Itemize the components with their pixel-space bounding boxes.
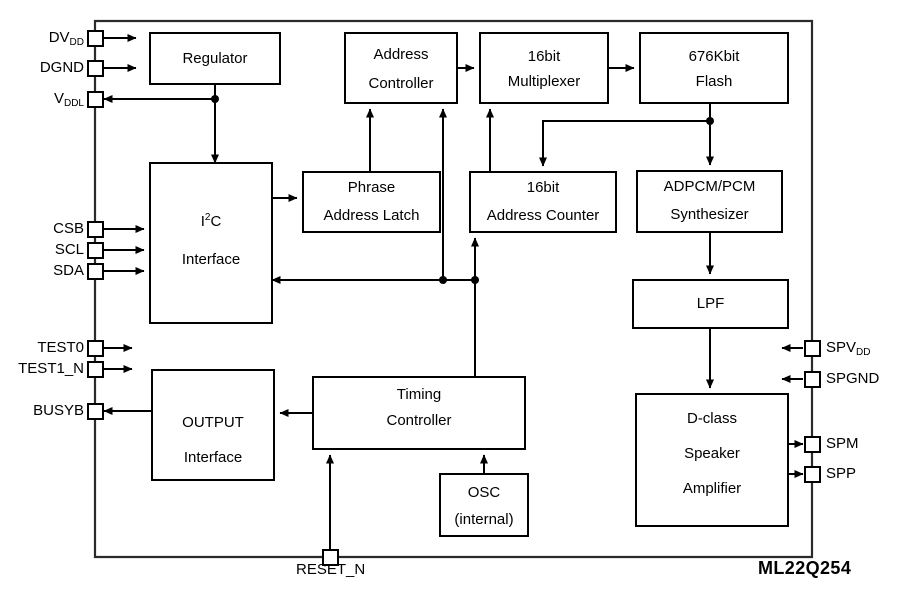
pin-square-scl xyxy=(87,242,104,259)
pin-label-csb: CSB xyxy=(53,220,84,237)
pin-label-spm: SPM xyxy=(826,435,859,452)
pin-square-spm xyxy=(804,436,821,453)
block-rect-phrase-address-latch xyxy=(302,171,441,233)
pin-square-spvdd xyxy=(804,340,821,357)
pin-label-reset-n: RESET_N xyxy=(296,561,366,578)
pin-label-busyb: BUSYB xyxy=(33,402,84,419)
block-rect-flash xyxy=(639,32,789,104)
part-number-label: ML22Q254 xyxy=(758,558,852,578)
pin-squares xyxy=(87,30,821,566)
pin-square-test0 xyxy=(87,340,104,357)
pin-label-spp: SPP xyxy=(826,465,857,482)
block-rect-dclass-amplifier xyxy=(635,393,789,527)
junction-regulator-vddl xyxy=(211,95,219,103)
pin-square-busyb xyxy=(87,403,104,420)
block-rect-address-counter xyxy=(469,171,617,233)
pin-label-test1-n: TEST1_N xyxy=(18,360,84,377)
pin-label-dgnd: DGND xyxy=(39,59,84,76)
pin-square-csb xyxy=(87,221,104,238)
pin-square-spp xyxy=(804,466,821,483)
block-rect-osc xyxy=(439,473,529,537)
block-rectangles xyxy=(149,32,789,537)
block-rect-timing-controller xyxy=(312,376,526,450)
pin-label-vddl: VDDL xyxy=(53,90,84,110)
wire-flash-to-addr-counter xyxy=(539,120,710,167)
pin-square-dgnd xyxy=(87,60,104,77)
pin-label-dvdd: DVDD xyxy=(48,29,84,49)
block-rect-lpf xyxy=(632,279,789,329)
block-rect-output-interface xyxy=(151,369,275,481)
pin-label-spgnd: SPGND xyxy=(826,370,880,387)
pin-square-vddl xyxy=(87,91,104,108)
pin-square-spgnd xyxy=(804,371,821,388)
junction-bus-addr-ctrl xyxy=(439,276,447,284)
block-rect-i2c-interface xyxy=(149,162,273,324)
pin-label-test0: TEST0 xyxy=(37,339,84,356)
pin-square-test1-n xyxy=(87,361,104,378)
pin-square-dvdd xyxy=(87,30,104,47)
pin-label-spvdd: SPVDD xyxy=(826,339,871,359)
block-rect-adpcm-synthesizer xyxy=(636,170,783,233)
pin-square-sda xyxy=(87,263,104,280)
block-rect-multiplexer xyxy=(479,32,609,104)
pin-square-reset-n xyxy=(322,549,339,566)
pin-label-scl: SCL xyxy=(54,241,84,258)
chip-boundary-outline xyxy=(93,19,814,559)
pin-label-sda: SDA xyxy=(53,262,84,279)
block-rect-regulator xyxy=(149,32,281,85)
wire-group xyxy=(103,34,804,557)
block-rect-address-controller xyxy=(344,32,458,104)
